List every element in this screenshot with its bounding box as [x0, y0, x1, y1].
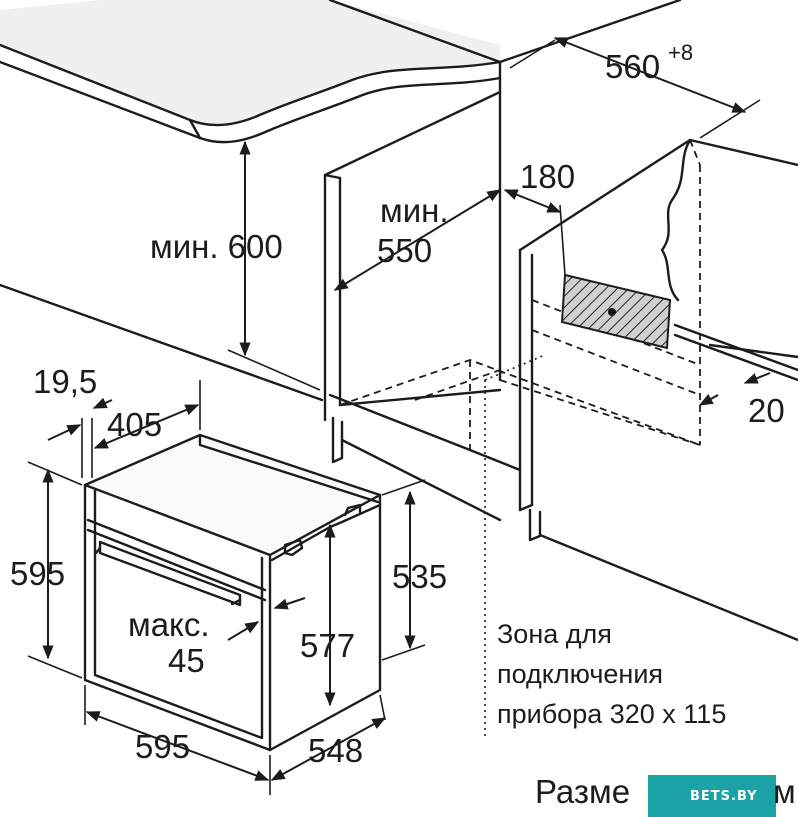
dimension-lines — [27, 37, 771, 795]
watermark-banner — [648, 775, 776, 817]
inner-height-front-label: 535 — [392, 558, 447, 595]
oven-height-label: 595 — [10, 555, 65, 592]
connection-zone-marker — [484, 354, 546, 740]
oven — [83, 433, 382, 752]
connection-zone-line-2: подключения — [497, 659, 663, 689]
vent-offset-label: 180 — [520, 158, 575, 195]
vent-grille — [560, 273, 672, 350]
min-depth-value-label: 550 — [377, 232, 432, 269]
caption-text-end: м — [773, 773, 796, 810]
caption-text-start: Разме — [535, 773, 630, 810]
niche-width-tolerance-label: +8 — [668, 40, 693, 65]
min-depth-word-label: мин. — [380, 192, 449, 229]
connection-zone-line-1: Зона для — [497, 619, 612, 649]
watermark-text: BETS.BY — [690, 789, 758, 804]
front-offset-label: 19,5 — [33, 363, 97, 400]
door-open-label: 405 — [107, 406, 162, 443]
oven-depth-label: 548 — [308, 732, 363, 769]
niche-width-label: 560 — [605, 48, 660, 85]
connection-zone-line-3: прибора 320 x 115 — [497, 699, 726, 729]
countertop — [0, 0, 502, 144]
inner-height-body-label: 577 — [300, 627, 355, 664]
side-gap-label: 20 — [748, 392, 785, 429]
max-handle-value-label: 45 — [168, 642, 205, 679]
left-cabinet — [0, 76, 522, 522]
right-cabinet — [498, 0, 798, 642]
max-handle-word-label: макс. — [128, 606, 210, 643]
oven-width-label: 595 — [135, 728, 190, 765]
min-height-label: мин. 600 — [150, 228, 283, 265]
